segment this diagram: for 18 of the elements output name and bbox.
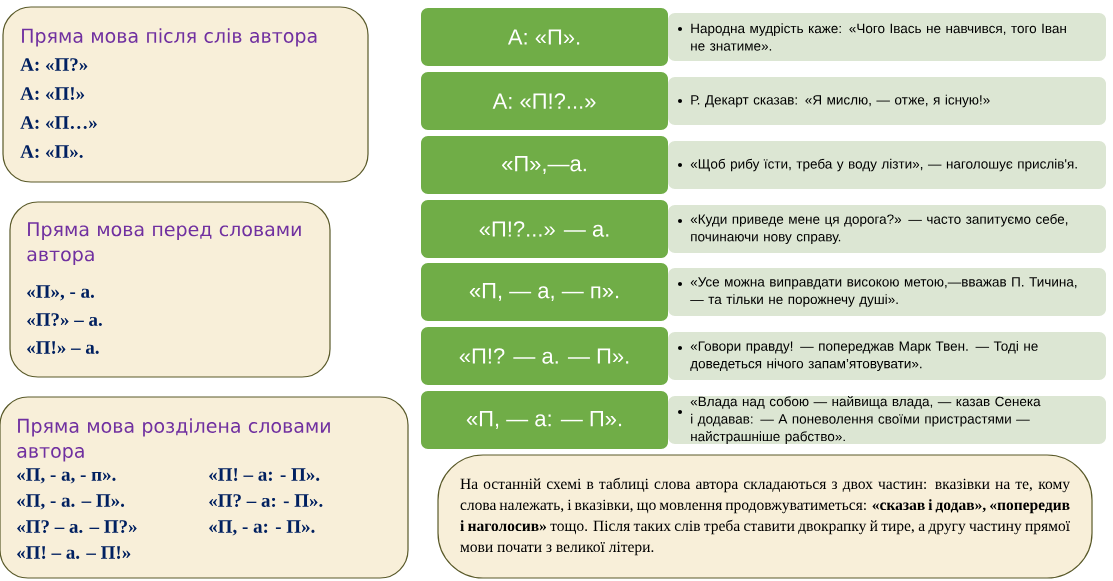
- rule-card: Пряма мова перед словами автора «П», - а. «П?» – а. «П!» – а.: [9, 201, 331, 378]
- example-box: «Усе можна виправдати високою метою,—вважав П. Тичина, — та тільки не порожнечу душі».: [668, 268, 1106, 316]
- example-box: Р. Декарт сказав: «Я мислю, — отже, я існую!»: [668, 77, 1106, 125]
- scheme-box: А: «П!?...»: [421, 72, 668, 130]
- example-box: Народна мудрість каже: «Чого Івась не навчився, того Іван не знатиме».: [668, 13, 1106, 61]
- scheme-box: «П!? — а. — П».: [421, 327, 668, 385]
- note-box: На останній схемі в таблиці слова автора складаються з двох частин: вказівки на те, кому слова належать, і вказівки, що мовлення продовжуватиметься: «сказав і додав», «попередив і наголосив» тощо. Після таких слів треба ставити двокрапку й тире, а другу частину прямої мови почати з великої літери.: [437, 454, 1093, 579]
- scheme-box: «П»,—а.: [421, 136, 668, 194]
- rule-card: Пряма мова після слів автора А: «П?» А: «П!» А: «П…» А: «П».: [2, 6, 369, 183]
- scheme-box: А: «П».: [421, 8, 668, 66]
- example-box: «Влада над собою — найвища влада, — казав Сенека і додавав: — А поневолення своїми пристрастями — найстрашніше рабство».: [668, 396, 1106, 444]
- rule-card: Пряма мова розділена словами автора «П, - а, - п». «П! – а: - П». «П, - а. – П». «П? – а: - П». «П? – а. – П?» «П, - а: - П». «П! – а. – П!»: [0, 396, 409, 579]
- example-box: «Щоб рибу їсти, треба у воду лізти», — наголошує прислів'я.: [668, 141, 1106, 189]
- scheme-box: «П, — а: — П».: [421, 391, 668, 449]
- scheme-box: «П!?...» — а.: [421, 200, 668, 258]
- example-box: «Говори правду! — попереджав Марк Твен. — Тоді не доведеться нічого запам’ятовувати».: [668, 332, 1106, 380]
- example-box: «Куди приведе мене ця дорога?» — часто запитуємо себе, починаючи нову справу.: [668, 205, 1106, 253]
- scheme-box: «П, — а, — п».: [421, 263, 668, 321]
